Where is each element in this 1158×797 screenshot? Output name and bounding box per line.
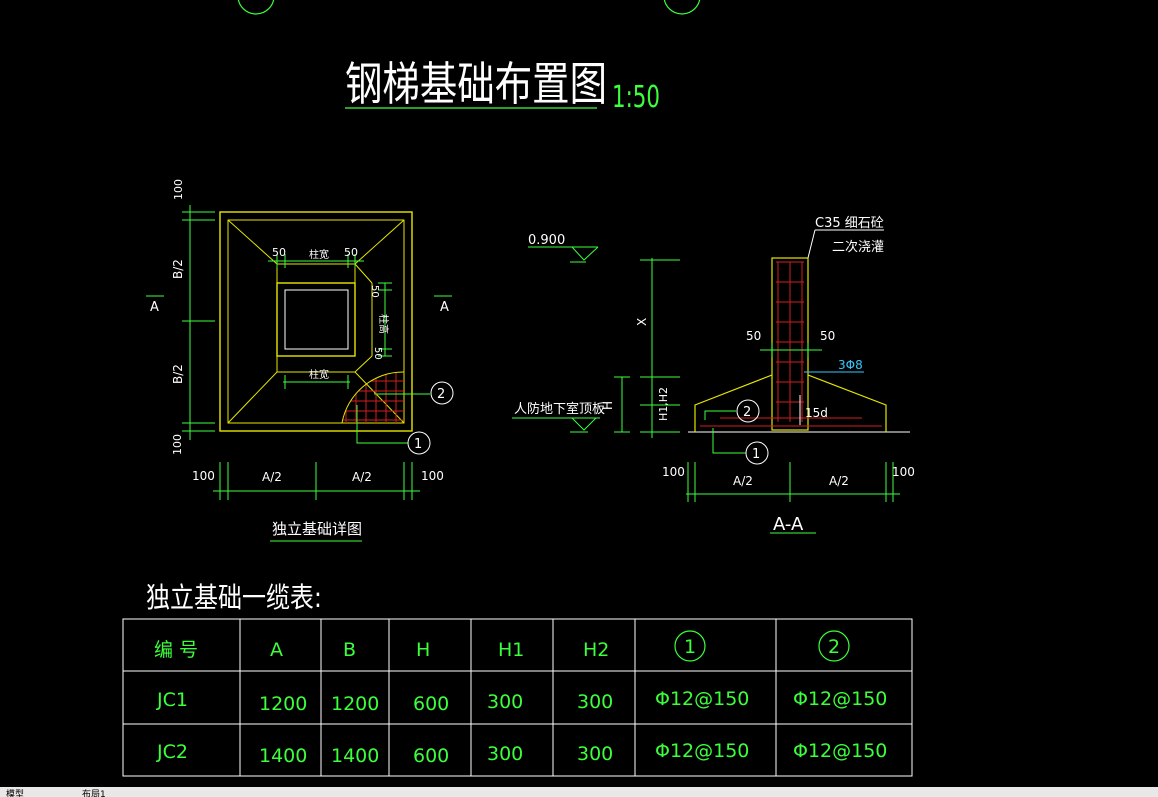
table-header-b: B (343, 639, 356, 661)
table-header-rebar-1-circle (674, 630, 706, 662)
plan-dim-50-right: 50 (344, 246, 358, 259)
plan-dim-a2-right: A/2 (352, 470, 372, 484)
plan-dim-100-top: 100 (172, 179, 185, 200)
table-cell: 600 (413, 745, 449, 767)
section-caption: A-A (773, 514, 804, 535)
table-cell: 1200 (331, 693, 379, 715)
plan-dim-b2-top: B/2 (171, 259, 185, 279)
layout-tab-bar: 模型 布局1 (0, 787, 1158, 797)
table-cell: 1400 (331, 745, 379, 767)
table-cell: Φ12@150 (793, 740, 887, 762)
table-cell: JC1 (156, 689, 188, 711)
section-view: 0.900 C35 细石砼 二次浇灌 (512, 216, 915, 535)
section-mark-left: A (150, 300, 159, 315)
table-cell: 300 (487, 691, 523, 713)
tab-model[interactable]: 模型 (6, 790, 25, 797)
section-dim-50-left: 50 (746, 329, 761, 343)
plan-caption: 独立基础详图 (272, 520, 362, 538)
plan-dim-a2-left: A/2 (262, 470, 282, 484)
plan-dim-b2-bottom: B/2 (171, 364, 185, 384)
section-dim-a2-left: A/2 (733, 474, 753, 488)
section-dim-a2-right: A/2 (829, 474, 849, 488)
plan-dim-100-right: 100 (421, 469, 444, 483)
tab-layout-1[interactable]: 布局1 (82, 790, 106, 797)
table-title: 独立基础一缆表: (146, 581, 322, 614)
table-cell: 1200 (259, 693, 307, 715)
axis-bubble-left (237, 0, 275, 15)
plan-col-width-top: 柱宽 (309, 248, 329, 261)
table-header-h: H (416, 639, 430, 661)
table-cell: 1400 (259, 745, 307, 767)
plan-view: 100 B/2 B/2 100 A A 50 50 柱宽 柱宽 50 (146, 179, 454, 542)
drawing-scale: 1:50 (612, 80, 660, 115)
plan-dim-100-left: 100 (192, 469, 215, 483)
section-concrete-note-1: C35 细石砼 (815, 216, 884, 231)
column-outline (276, 282, 356, 357)
plan-dim-50-left: 50 (272, 246, 286, 259)
section-dim-100-right: 100 (892, 465, 915, 479)
section-callout-2: 2 (743, 405, 751, 420)
section-elevation: 0.900 (528, 233, 565, 248)
section-dim-50-right: 50 (820, 329, 835, 343)
section-dim-h1h2: H1,H2 (657, 387, 670, 421)
table-cell: 300 (577, 743, 613, 765)
table-row: JC2 1400 1400 600 300 300 Φ12@150 Φ12@15… (156, 740, 887, 767)
table-cell: 300 (487, 743, 523, 765)
table-header-h2: H2 (583, 639, 609, 661)
plan-callout-1: 1 (414, 437, 422, 452)
plan-col-height: 柱高 (377, 314, 390, 334)
table-header-h1: H1 (498, 639, 524, 661)
plan-dim-50-bottom-right: 50 (372, 347, 383, 360)
section-concrete-note-2: 二次浇灌 (832, 239, 884, 255)
section-rebar-note: 3Φ8 (838, 358, 863, 372)
section-dim-h: H (601, 401, 615, 410)
rebar-hatch (341, 371, 405, 424)
table-header-rebar-1: 1 (684, 636, 696, 658)
footing-outline (219, 211, 413, 432)
table-cell: Φ12@150 (655, 740, 749, 762)
table-cell: Φ12@150 (655, 688, 749, 710)
table-row: JC1 1200 1200 600 300 300 Φ12@150 Φ12@15… (156, 688, 887, 715)
plan-dim-50-top-right: 50 (369, 285, 380, 298)
footing-inner-line (227, 219, 405, 424)
plan-dim-100-bottom: 100 (171, 434, 184, 455)
table-cell: 300 (577, 691, 613, 713)
table-header-a: A (270, 639, 283, 661)
foundation-table: 编 号 A B H H1 H2 1 2 JC1 1200 1200 600 30… (122, 618, 913, 777)
table-cell: 600 (413, 693, 449, 715)
table-header-rebar-2: 2 (828, 636, 840, 658)
plan-col-width-bottom: 柱宽 (309, 368, 329, 381)
section-dim-x: X (635, 318, 649, 326)
plan-callout-2: 2 (437, 387, 445, 402)
section-dim-100-left: 100 (662, 465, 685, 479)
section-mark-right: A (440, 300, 449, 315)
table-cell: JC2 (156, 741, 188, 763)
table-cell: Φ12@150 (793, 688, 887, 710)
column-inner (284, 289, 349, 350)
section-slab-note: 人防地下室顶板 (514, 401, 605, 417)
drawing-title: 钢梯基础布置图 (345, 57, 607, 111)
axis-bubble-right (663, 0, 701, 15)
table-header-id: 编 号 (154, 639, 198, 661)
section-anchor-note: 15d (805, 406, 828, 420)
table-header-rebar-2-circle (818, 630, 850, 662)
section-callout-1: 1 (752, 447, 760, 462)
